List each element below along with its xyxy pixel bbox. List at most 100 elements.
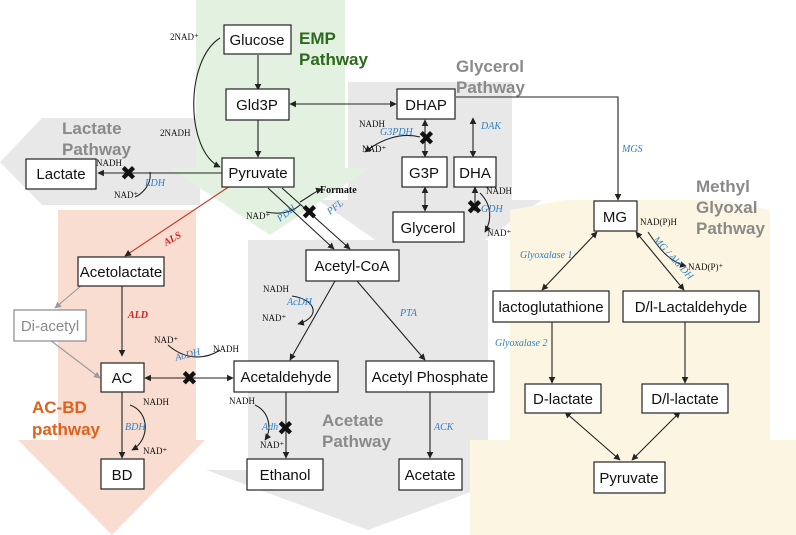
enzyme-pta: PTA — [399, 308, 418, 319]
cofactor-nad-pdh: NAD⁺ — [246, 211, 270, 221]
enzyme-acdh: AcDH — [286, 297, 313, 308]
pyruvate-mg-label: Pyruvate — [599, 470, 658, 487]
node-glucose: Glucose — [223, 24, 292, 55]
g3p-label: G3P — [409, 165, 439, 182]
enzyme-ack: ACK — [433, 422, 455, 433]
dllactate-label: D/l-lactate — [651, 391, 719, 408]
cofactor-nadph-mg: NAD(P)H — [640, 217, 677, 227]
node-pyruvate: Pyruvate — [221, 157, 295, 188]
emp-pathway-title-1: EMP — [299, 29, 336, 48]
gld3p-label: Gld3P — [236, 97, 278, 114]
node-acetylphosphate: Acetyl Phosphate — [365, 360, 495, 393]
cofactor-labels: 2NAD⁺ 2NADH NADH NAD⁺ NADH NAD⁺ NADH NAD… — [96, 32, 723, 456]
node-dhap: DHAP — [396, 88, 456, 120]
node-lactate: Lactate — [25, 158, 97, 190]
ethanol-label: Ethanol — [260, 467, 311, 484]
dlactate-label: D-lactate — [533, 391, 593, 408]
methylglyoxal-pathway-band-upper — [510, 200, 770, 210]
node-mg: MG — [593, 200, 638, 232]
cofactor-nadh-ldh: NADH — [96, 158, 122, 168]
node-acetate: Acetate — [398, 458, 463, 491]
cofactor-nadp-mg: NAD(P)⁺ — [688, 262, 723, 272]
cofactor-formate: Formate — [320, 185, 357, 196]
node-glycerol: Glycerol — [392, 211, 465, 243]
knockout-marks: ✖ ✖ ✖ ✖ ✖ ✖ — [120, 126, 483, 440]
node-pyruvate-mg: Pyruvate — [593, 461, 666, 494]
dha-label: DHA — [459, 165, 491, 182]
g3pdh-knockout-icon: ✖ — [418, 126, 435, 150]
cofactor-nadh-acdh: NADH — [263, 284, 289, 294]
node-dllactaldehyde: D/l-Lactaldehyde — [622, 290, 760, 323]
enzyme-gdh: GDH — [481, 204, 503, 215]
mg-label: MG — [603, 209, 627, 226]
diacetyl-label: Di-acetyl — [21, 318, 79, 335]
node-gld3p: Gld3P — [225, 88, 290, 121]
enzyme-dak: DAK — [480, 121, 502, 132]
ldh-knockout-icon: ✖ — [120, 161, 137, 185]
acbd-pathway-title-1: AC-BD — [32, 398, 87, 417]
lactate-pathway-title-1: Lactate — [62, 119, 122, 138]
node-dha: DHA — [453, 156, 497, 188]
aodh-knockout-icon: ✖ — [181, 366, 198, 390]
glycerol-pathway-title-2: Pathway — [456, 78, 526, 97]
node-dlactate: D-lactate — [524, 383, 602, 414]
node-ethanol: Ethanol — [246, 458, 324, 491]
acetate-pathway-title-2: Pathway — [322, 432, 392, 451]
emp-pathway-title-2: Pathway — [299, 50, 369, 69]
node-acetylcoa: Acetyl-CoA — [305, 249, 400, 282]
node-g3p: G3P — [401, 156, 448, 188]
cofactor-nad-adh: NAD⁺ — [260, 440, 284, 450]
enzyme-ldh: LDH — [144, 178, 166, 189]
node-acetolactate: Acetolactate — [77, 256, 165, 287]
acetate-pathway-title-1: Acetate — [322, 411, 383, 430]
node-ac: AC — [100, 362, 145, 393]
enzyme-g3pdh: G3PDH — [380, 127, 414, 138]
dllactaldehyde-label: D/l-Lactaldehyde — [635, 299, 748, 316]
ac-label: AC — [112, 370, 133, 387]
glycerol-pathway-title-1: Glycerol — [456, 57, 524, 76]
enzyme-mgs: MGS — [621, 144, 643, 155]
node-diacetyl: Di-acetyl — [13, 309, 87, 342]
cofactor-nad-acdh: NAD⁺ — [262, 313, 286, 323]
pyruvate-label: Pyruvate — [228, 165, 287, 182]
cofactor-nadh-bdh: NADH — [143, 397, 169, 407]
acetylphosphate-label: Acetyl Phosphate — [372, 369, 489, 386]
enzyme-glyoxalase2: Glyoxalase 2 — [495, 338, 548, 349]
cofactor-nad-gdh: NAD⁺ — [487, 228, 511, 238]
enzyme-ald: ALD — [127, 310, 148, 321]
cofactor-nadh-aodh: NADH — [213, 344, 239, 354]
gdh-knockout-icon: ✖ — [466, 195, 483, 219]
methylglyoxal-pathway-title-2: Glyoxal — [696, 198, 757, 217]
node-bd: BD — [100, 458, 145, 490]
enzyme-glyoxalase1: Glyoxalase 1 — [520, 250, 573, 261]
acetaldehyde-label: Acetaldehyde — [241, 369, 332, 386]
methylglyoxal-pathway-title-1: Methyl — [696, 177, 750, 196]
dhap-label: DHAP — [405, 97, 447, 114]
enzyme-adh: Adh — [261, 422, 278, 433]
pdh-knockout-icon: ✖ — [301, 200, 318, 224]
lactate-pathway-title-2: Pathway — [62, 140, 132, 159]
cofactor-2nad-emp: 2NAD⁺ — [170, 32, 199, 42]
cofactor-2nadh-emp: 2NADH — [160, 128, 191, 138]
lactate-label: Lactate — [36, 166, 85, 183]
bd-label: BD — [112, 467, 133, 484]
methylglyoxal-pathway-title-3: Pathway — [696, 219, 766, 238]
cofactor-nadh-gdh: NADH — [486, 186, 512, 196]
cofactor-nad-aodh: NAD⁺ — [154, 335, 178, 345]
cofactor-nad-g3pdh: NAD⁺ — [362, 144, 386, 154]
glycerol-label: Glycerol — [400, 220, 455, 237]
cofactor-nadh-adh: NADH — [229, 396, 255, 406]
glucose-label: Glucose — [229, 32, 284, 49]
cofactor-nad-ldh: NAD⁺ — [114, 190, 138, 200]
lactoglutathione-label: lactoglutathione — [498, 299, 603, 316]
adh-knockout-icon: ✖ — [277, 416, 294, 440]
acbd-pathway-title-2: pathway — [32, 420, 101, 439]
acetylcoa-label: Acetyl-CoA — [314, 258, 389, 275]
node-dllactate: D/l-lactate — [641, 383, 729, 414]
node-acetaldehyde: Acetaldehyde — [233, 360, 339, 393]
cofactor-nad-bdh: NAD⁺ — [143, 446, 167, 456]
acetate-label: Acetate — [405, 467, 456, 484]
reaction-arrows — [49, 37, 689, 461]
